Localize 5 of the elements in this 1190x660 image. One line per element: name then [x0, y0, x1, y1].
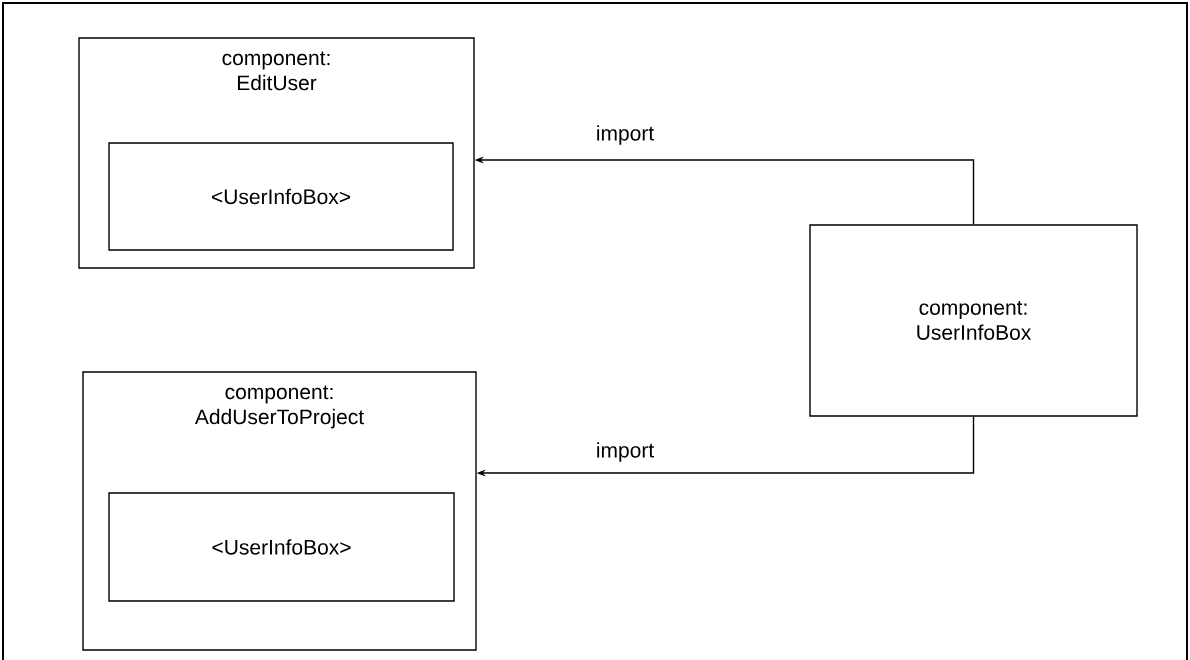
component-box: component: UserInfoBox — [809, 224, 1138, 417]
inner-box: <UserInfoBox> — [108, 142, 454, 251]
inner-box: <UserInfoBox> — [108, 492, 455, 602]
edge-label: import — [593, 123, 657, 147]
edge-label: import — [593, 440, 657, 464]
